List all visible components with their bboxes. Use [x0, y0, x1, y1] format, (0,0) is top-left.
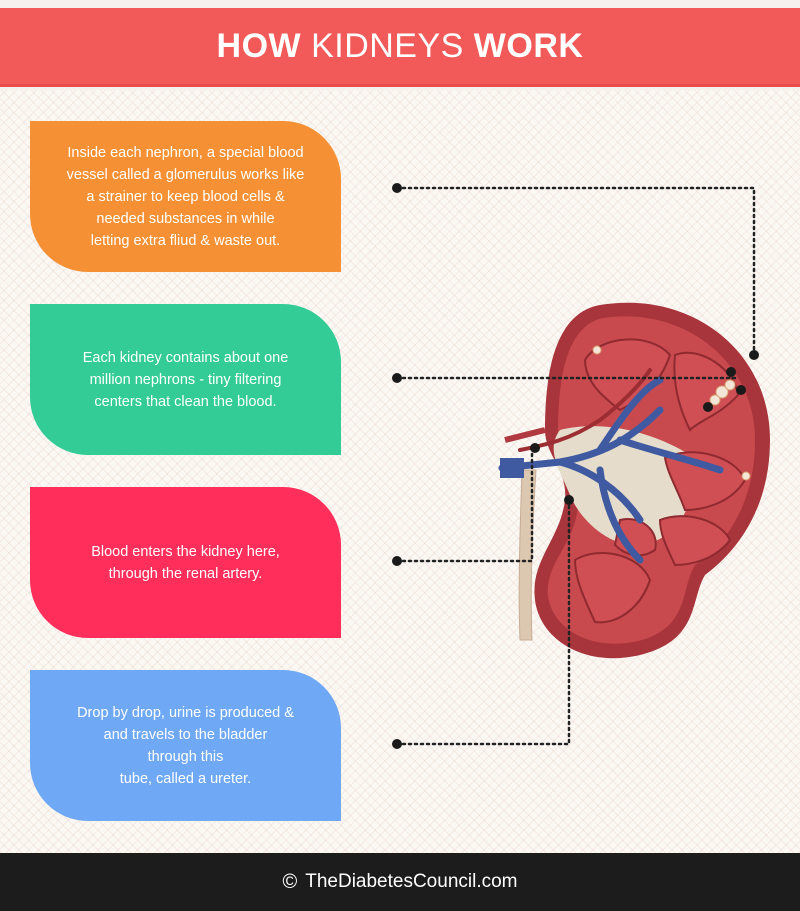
info-card-ureter: Drop by drop, urine is produced & and tr…	[30, 670, 341, 821]
callout-dot	[392, 739, 402, 749]
title-banner: HOW KIDNEYS WORK	[0, 8, 800, 87]
footer-site-link[interactable]: TheDiabetesCouncil.com	[305, 871, 518, 892]
page-title: HOW KIDNEYS WORK	[217, 27, 584, 66]
callout-line-renal-artery	[395, 448, 534, 563]
callout-dot	[392, 373, 402, 383]
callout-dot	[392, 556, 402, 566]
info-card-glomerulus: Inside each nephron, a special blood ves…	[30, 121, 341, 272]
info-card-renal-artery: Blood enters the kidney here, through th…	[30, 487, 341, 638]
callout-line-glomerulus	[395, 186, 756, 357]
info-card-text: Inside each nephron, a special blood ves…	[66, 144, 305, 249]
renal-pyramids	[573, 338, 747, 624]
callout-dot	[726, 367, 736, 377]
callout-dots	[392, 183, 759, 749]
header: HOW KIDNEYS WORK	[0, 0, 800, 90]
callout-dot	[564, 495, 574, 505]
ureter-tube	[518, 469, 537, 641]
callout-lines	[395, 186, 756, 746]
callout-dot	[736, 385, 746, 395]
title-part-how: HOW	[216, 26, 312, 65]
renal-artery-stub	[504, 427, 546, 443]
callout-dot	[703, 402, 713, 412]
info-card-text: Each kidney contains about one million n…	[82, 349, 289, 410]
callout-dot	[392, 183, 402, 193]
callout-dot	[749, 350, 759, 360]
title-part-kidneys: KIDNEYS	[311, 26, 474, 65]
copyright-icon: ©	[282, 870, 298, 893]
callout-dot	[530, 443, 540, 453]
renal-vein-stub	[500, 458, 524, 478]
renal-vessels	[498, 368, 724, 564]
info-card-nephrons: Each kidney contains about one million n…	[30, 304, 341, 455]
footer: © TheDiabetesCouncil.com	[0, 853, 800, 911]
title-part-work: WORK	[473, 26, 584, 65]
info-card-text: Blood enters the kidney here, through th…	[91, 543, 280, 582]
glomerulus-detail	[592, 345, 751, 481]
info-card-text: Drop by drop, urine is produced & and tr…	[77, 704, 294, 787]
